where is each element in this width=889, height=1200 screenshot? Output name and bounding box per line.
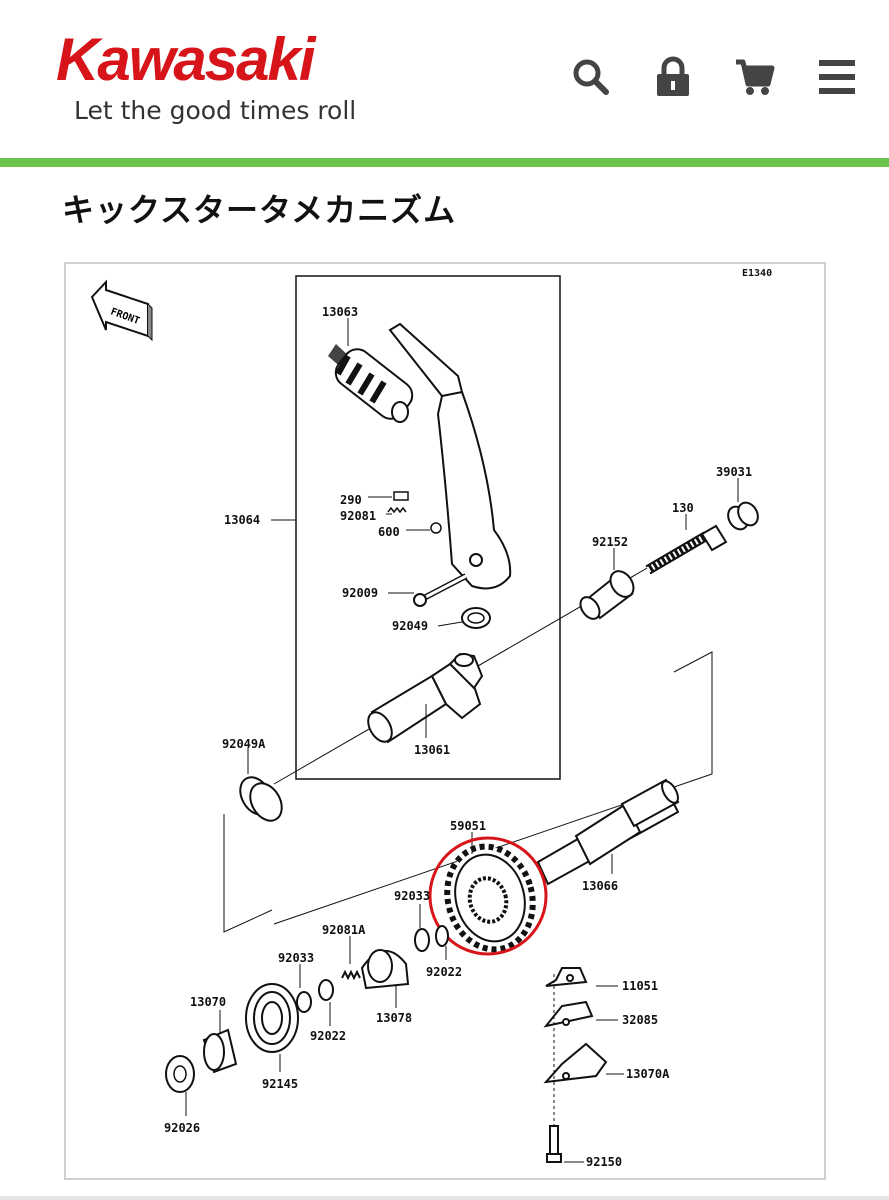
part-290[interactable] (393, 491, 409, 501)
part-92033-washer-b[interactable] (296, 991, 312, 1013)
label-92081: 92081 (340, 509, 376, 523)
search-icon[interactable] (569, 55, 613, 99)
part-92026-washer[interactable] (165, 1055, 195, 1093)
part-92152-collar[interactable] (577, 567, 639, 623)
label-290: 290 (340, 493, 362, 507)
part-13063-grip[interactable] (328, 344, 418, 425)
part-13078-ratchet[interactable] (360, 949, 410, 990)
part-130-bolt[interactable] (645, 524, 728, 575)
lever-group-box (295, 275, 561, 780)
part-92150-bolt[interactable] (546, 1125, 562, 1163)
site-header: Kawasaki Let the good times roll (0, 0, 889, 158)
part-11051-bracket[interactable] (545, 967, 588, 987)
part-39031[interactable] (724, 499, 762, 533)
part-92022-washer-a[interactable] (435, 925, 449, 947)
front-arrow-icon: FRONT (90, 279, 153, 342)
part-13070-guide[interactable] (202, 1028, 238, 1074)
kawasaki-logo[interactable]: Kawasaki Let the good times roll (56, 26, 386, 126)
logo-wordmark: Kawasaki (56, 26, 316, 93)
header-accent-bar (0, 158, 889, 167)
label-13066: 13066 (582, 879, 618, 893)
part-92081A-spring[interactable] (341, 969, 361, 981)
label-13063: 13063 (322, 305, 358, 319)
label-92026: 92026 (164, 1121, 200, 1135)
part-92022-washer-b[interactable] (318, 979, 334, 1001)
label-13061: 13061 (414, 743, 450, 757)
label-92152: 92152 (592, 535, 628, 549)
part-92049A-seal[interactable] (234, 772, 288, 827)
part-13061-sleeve[interactable] (363, 652, 484, 746)
part-13064-lever[interactable] (388, 322, 512, 590)
part-600[interactable] (430, 522, 442, 534)
part-13066-shaft[interactable] (536, 778, 681, 886)
part-92049-seal[interactable] (461, 607, 491, 629)
label-600: 600 (378, 525, 400, 539)
header-actions (569, 55, 859, 99)
lock-icon[interactable] (651, 55, 695, 99)
logo-tagline: Let the good times roll (74, 96, 357, 125)
label-92150: 92150 (586, 1155, 622, 1169)
part-92081[interactable] (387, 506, 407, 514)
label-13064: 13064 (224, 513, 260, 527)
label-92049A: 92049A (222, 737, 266, 751)
page-title: キックスタータメカニズム (62, 191, 457, 229)
label-32085: 32085 (622, 1013, 658, 1027)
label-13078: 13078 (376, 1011, 412, 1025)
cart-icon[interactable] (733, 55, 777, 99)
label-92022-a: 92022 (426, 965, 462, 979)
label-11051: 11051 (622, 979, 658, 993)
label-92049: 92049 (392, 619, 428, 633)
menu-icon[interactable] (815, 55, 859, 99)
part-13070A-plate[interactable] (543, 1042, 608, 1084)
parts-diagram: E1340 FRONT (64, 262, 826, 1180)
part-92033-washer-a[interactable] (414, 928, 430, 952)
label-130: 130 (672, 501, 694, 515)
label-13070: 13070 (190, 995, 226, 1009)
part-92145-spring[interactable] (245, 983, 299, 1053)
highlight-circle (428, 836, 548, 956)
label-92033-a: 92033 (394, 889, 430, 903)
label-92081A: 92081A (322, 923, 366, 937)
label-92022-b: 92022 (310, 1029, 346, 1043)
label-39031: 39031 (716, 465, 752, 479)
label-59051: 59051 (450, 819, 486, 833)
label-13070A: 13070A (626, 1067, 670, 1081)
part-92009-bolt[interactable] (413, 573, 468, 607)
label-92145: 92145 (262, 1077, 298, 1091)
part-59051-gear[interactable] (436, 837, 544, 959)
label-92009: 92009 (342, 586, 378, 600)
bottom-divider (0, 1196, 889, 1200)
diagram-code: E1340 (742, 268, 772, 279)
part-32085-plate[interactable] (543, 1000, 594, 1028)
label-92033-b: 92033 (278, 951, 314, 965)
